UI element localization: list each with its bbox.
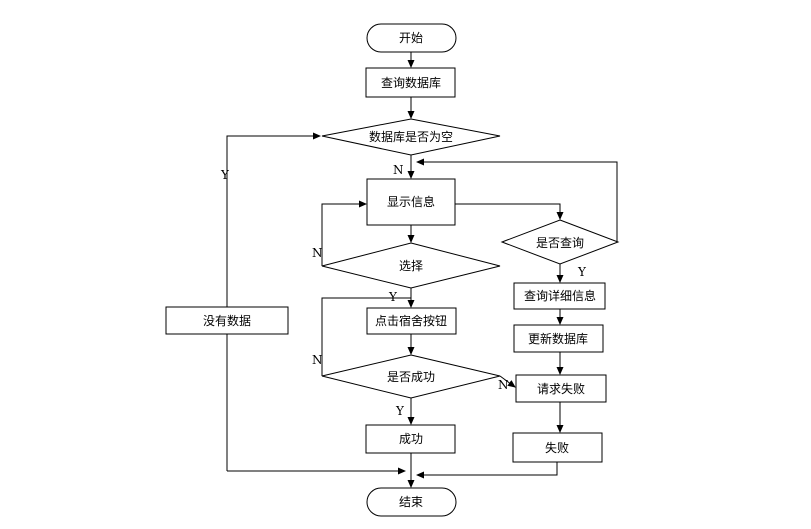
label-dbempty-yes: Y <box>220 168 230 182</box>
update-db-label: 更新数据库 <box>528 331 588 346</box>
query-db-box: 查询数据库 <box>365 67 456 98</box>
db-empty-label: 数据库是否为空 <box>369 129 453 144</box>
edge-fail-end <box>416 462 558 479</box>
no-data-label: 没有数据 <box>203 313 251 328</box>
success-label: 成功 <box>399 432 423 446</box>
is-query-label: 是否查询 <box>536 236 584 250</box>
edge-labels: N Y N Y N N Y Y <box>220 163 587 418</box>
select-decision: 选择 <box>321 242 501 289</box>
request-fail-label: 请求失败 <box>537 381 585 396</box>
fail-label: 失败 <box>545 440 569 455</box>
click-dorm-label: 点击宿舍按钮 <box>375 313 447 328</box>
label-issuccess-no-right: N <box>498 378 509 392</box>
end-node: 结束 <box>366 487 457 517</box>
end-label: 结束 <box>399 495 423 509</box>
label-dbempty-no: N <box>393 163 404 177</box>
request-fail-box: 请求失败 <box>515 374 607 403</box>
edge-select-no-loop <box>321 200 367 266</box>
is-success-label: 是否成功 <box>387 370 435 384</box>
fail-box: 失败 <box>512 432 603 463</box>
label-issuccess-no-left: N <box>312 353 323 367</box>
query-detail-box: 查询详细信息 <box>513 282 606 310</box>
show-info-label: 显示信息 <box>387 194 435 209</box>
update-db-box: 更新数据库 <box>513 324 604 353</box>
select-label: 选择 <box>399 259 423 273</box>
click-dorm-box: 点击宿舍按钮 <box>366 307 457 335</box>
edge-dbempty-yes <box>226 132 321 471</box>
label-select-yes: Y <box>388 290 398 304</box>
start-label: 开始 <box>399 31 423 45</box>
is-query-decision: 是否查询 <box>500 219 620 265</box>
label-isquery-yes: Y <box>577 265 587 279</box>
label-issuccess-yes: Y <box>395 404 405 418</box>
edge-issuccess-requestfail <box>499 375 516 388</box>
label-select-no: N <box>312 246 323 260</box>
show-info-box: 显示信息 <box>366 178 456 226</box>
query-db-label: 查询数据库 <box>381 75 441 90</box>
start-node: 开始 <box>366 23 457 53</box>
edge-isquery-loop <box>416 158 618 242</box>
is-success-decision: 是否成功 <box>321 354 501 399</box>
edge-issuccess-no-loop <box>321 297 411 376</box>
success-box: 成功 <box>365 424 456 454</box>
edge-show-isquery <box>455 203 564 220</box>
no-data-box: 没有数据 <box>165 306 289 335</box>
query-detail-label: 查询详细信息 <box>524 288 596 303</box>
db-empty-decision: 数据库是否为空 <box>321 118 501 156</box>
edges <box>226 52 618 488</box>
